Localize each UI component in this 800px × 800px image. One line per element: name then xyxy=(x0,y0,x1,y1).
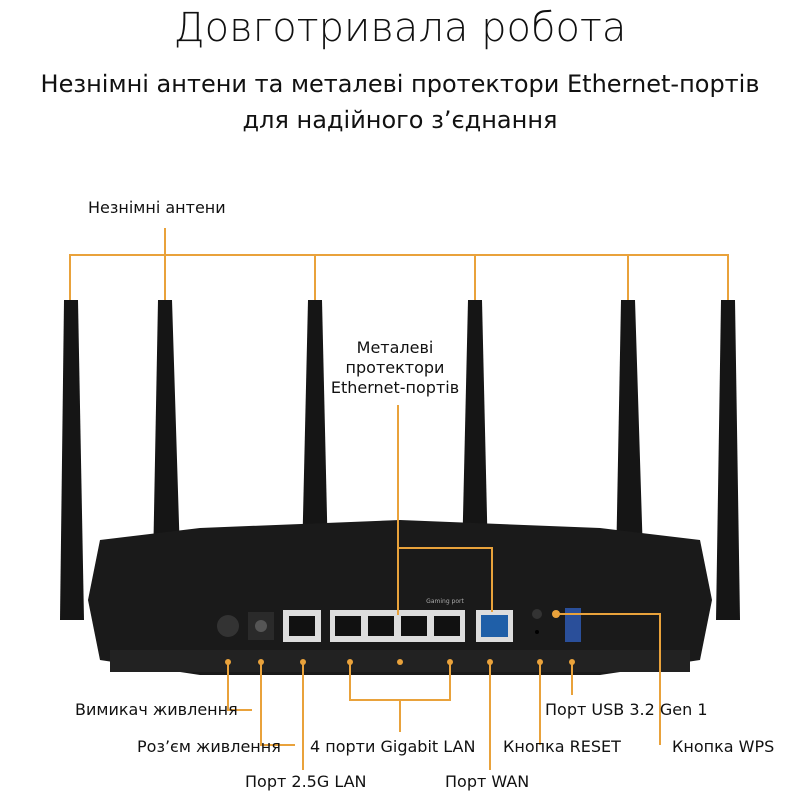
callout-wan: Порт WAN xyxy=(445,772,530,791)
router-body xyxy=(88,520,712,675)
callout-protectors-line: Ethernet-портів xyxy=(330,378,460,397)
antenna xyxy=(462,300,488,560)
callout-gigabit-lan: 4 порти Gigabit LAN xyxy=(310,737,476,756)
power-switch xyxy=(217,615,239,637)
antenna xyxy=(716,300,740,620)
subtitle-line-1: Незнімні антени та металеві протектори E… xyxy=(40,70,760,98)
usb-port xyxy=(565,608,581,642)
wps-button xyxy=(532,609,542,619)
callout-protectors-line: Металеві xyxy=(356,338,434,357)
callout-lines xyxy=(69,228,729,770)
antenna xyxy=(60,300,84,620)
antenna xyxy=(302,300,328,560)
page-title: Довготривала робота xyxy=(173,5,627,51)
callout-reset: Кнопка RESET xyxy=(503,737,621,756)
subtitle-line-2: для надійного з’єднання xyxy=(242,106,558,134)
callout-power-switch: Вимикач живлення xyxy=(75,700,238,719)
callout-lan-25g: Порт 2.5G LAN xyxy=(245,772,367,791)
callout-antennas: Незнімні антени xyxy=(88,198,226,217)
antennas xyxy=(60,300,740,620)
reset-hole xyxy=(535,630,539,634)
callout-power-jack: Роз’єм живлення xyxy=(137,737,281,756)
callout-protectors-line: протектори xyxy=(345,358,445,377)
callout-protectors: Металеві протектори Ethernet-портів xyxy=(320,338,470,398)
gaming-port-text: Gaming port xyxy=(426,598,464,605)
callout-usb: Порт USB 3.2 Gen 1 xyxy=(545,700,708,719)
callout-wps: Кнопка WPS xyxy=(672,737,775,756)
